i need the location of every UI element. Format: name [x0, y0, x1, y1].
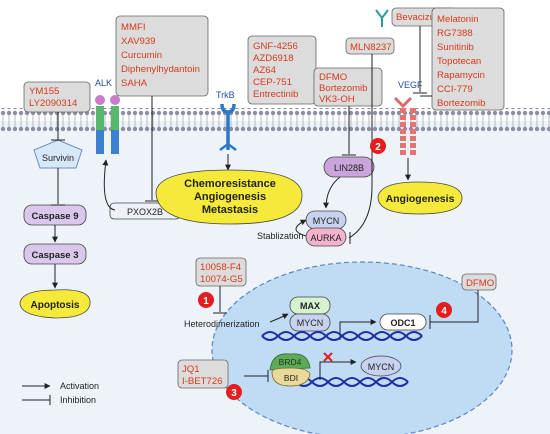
mycn-nucleus-label: MYCN: [297, 318, 324, 328]
alk-pathway-edges: [102, 96, 231, 211]
aurka-label: AURKA: [310, 233, 341, 243]
marker-label: 1: [203, 296, 209, 307]
vegf-pathway-edges: [405, 26, 432, 181]
mycn-nucleus-node: [289, 313, 331, 332]
x-mark-icon: [323, 352, 333, 362]
drug-label: XAV939: [121, 36, 156, 47]
dna-helix-icon: [295, 377, 409, 387]
aurka-inhibitor-box: MLN8237: [345, 37, 395, 55]
drug-label: MMFI: [121, 22, 146, 33]
drug-label: Curcumin: [121, 50, 162, 61]
marker-4: 4: [436, 302, 452, 318]
lin28b-inhibitor-box: DFMO Bortezomib VK3-OH: [313, 67, 383, 107]
drug-label: Topotecan: [437, 56, 481, 67]
marker-2: 2: [370, 138, 386, 154]
angiogenesis-label: Angiogenesis: [386, 193, 455, 205]
legend: Activation Inhibition: [22, 381, 99, 405]
drug-label: I-BET726: [182, 376, 223, 387]
drug-label: Bortezomib: [437, 98, 486, 109]
vegf-inhibitor-box: Melatonin RG7388 Sunitinib Topotecan Rap…: [431, 7, 505, 111]
drug-label: CEP-751: [253, 77, 292, 88]
drug-label: Bevacizumab: [396, 12, 454, 23]
bdi-label: BDI: [284, 373, 298, 383]
survivin-label: Survivin: [42, 153, 74, 163]
legend-inhibition: Inhibition: [60, 395, 96, 405]
lin28b-label: LIN28B: [334, 163, 364, 173]
vegf-receptor-icon: [393, 96, 416, 155]
mycn-gene-label: MYCN: [368, 362, 395, 372]
marker-1: 1: [198, 292, 214, 308]
drug-label: AZ64: [253, 65, 277, 76]
drug-label: DFMO: [466, 278, 494, 289]
drug-label: YM155: [29, 86, 59, 97]
cell-membrane: [0, 108, 550, 132]
apoptosis-node: [19, 289, 91, 319]
angiogenesis-node: [377, 181, 463, 215]
drug-label: Diphenylhydantoin: [121, 64, 200, 75]
caspase3-label: Caspase 3: [31, 250, 78, 261]
bdi-node: [271, 367, 311, 387]
drug-label: JQ1: [182, 364, 200, 375]
drug-label: 10058-F4: [200, 262, 242, 273]
drug-label: MLN8237: [350, 42, 392, 53]
drug-label: DFMO: [319, 72, 347, 83]
marker-3: 3: [226, 384, 242, 400]
drug-label: GNF-4256: [253, 41, 298, 52]
trkb-inhibitor-box: GNF-4256 AZD6918 AZ64 CEP-751 Entrectini…: [247, 35, 317, 105]
drug-label: SAHA: [121, 78, 148, 89]
hetero-edges: [213, 286, 289, 323]
alk-receptor-icon: [95, 95, 120, 154]
mycn-label: MYCN: [313, 216, 340, 226]
drug-label: Sunitinib: [437, 42, 474, 53]
drug-label: Bortezomib: [319, 83, 368, 94]
aurka-node: [305, 227, 347, 247]
caspase9-label: Caspase 9: [31, 211, 78, 222]
odc1-node: [379, 313, 427, 331]
dfmo-odc1-box: DFMO: [461, 273, 497, 291]
dna-helix-icon: [261, 331, 423, 341]
trkb-receptor-icon: [219, 103, 237, 151]
bet-inhibitor-box: JQ1 I-BET726: [177, 359, 229, 389]
alk-label: ALK: [95, 78, 112, 88]
pxox2b-label: PXOX2B: [127, 207, 163, 217]
lin28b-node: [323, 156, 375, 178]
brd4-node: [269, 353, 311, 371]
max-label: MAX: [300, 301, 320, 311]
antibody-icon: [375, 9, 389, 27]
outcome-label: Chemoresistance: [184, 178, 276, 190]
bet-edges: [244, 359, 357, 382]
brd4-label: BRD4: [279, 357, 302, 367]
drug-label: Rapamycin: [437, 70, 485, 81]
survivin-inhibitor-box: YM155 LY2090314: [23, 81, 91, 113]
marker-label: 4: [441, 306, 447, 317]
drug-label: AZD6918: [253, 53, 294, 64]
drug-label: Entrectinib: [253, 89, 298, 100]
outcomes-node: [155, 169, 303, 225]
mycn-gene-node: [360, 355, 402, 377]
heterodimerization-label: Heterodimerization: [184, 319, 260, 329]
odc1-label: ODC1: [390, 318, 415, 328]
drug-label: 10074-G5: [200, 274, 243, 285]
mycn-pathway-edges: [295, 54, 373, 244]
drug-label: Melatonin: [437, 14, 479, 25]
alk-inhibitor-box: MMFI XAV939 Curcumin Diphenylhydantoin S…: [115, 15, 209, 97]
marker-label: 3: [231, 388, 237, 399]
stablization-label: Stablization: [257, 231, 304, 241]
trkb-label: TrkB: [216, 90, 235, 100]
nucleus: [211, 261, 513, 434]
drug-label: LY2090314: [29, 98, 78, 109]
marker-label: 2: [375, 142, 381, 153]
drug-label: CCI-779: [437, 84, 473, 95]
hetero-inhibitor-box: 10058-F4 10074-G5: [195, 257, 247, 287]
apoptosis-label: Apoptosis: [31, 300, 80, 311]
vegf-label: VEGF: [398, 80, 423, 90]
left-pathway-edges: [51, 112, 65, 289]
outcome-label: Metastasis: [202, 204, 258, 216]
drug-label: RG7388: [437, 28, 473, 39]
drug-label: VK3-OH: [319, 94, 355, 105]
outcome-label: Angiogenesis: [194, 191, 266, 203]
legend-activation: Activation: [60, 381, 99, 391]
